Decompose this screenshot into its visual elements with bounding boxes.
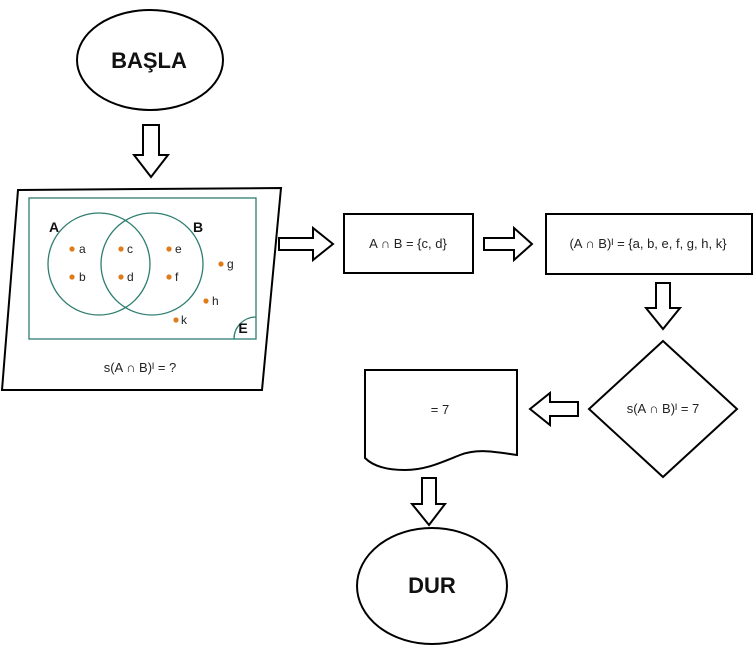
process-intersection-node: A ∩ B = {c, d} xyxy=(343,213,474,274)
arrow-intersection-to-complement xyxy=(483,225,534,263)
process-complement-node: (A ∩ B)ᴵ = {a, b, e, f, g, h, k} xyxy=(545,213,753,275)
process-intersection-rect xyxy=(343,213,474,274)
start-label: BAŞLA xyxy=(111,48,187,73)
venn-element: a xyxy=(79,242,86,256)
venn-universe-label: E xyxy=(238,320,247,336)
venn-diagram: E A B a b c d e f g h k xyxy=(28,197,257,340)
output-label: = 7 xyxy=(431,402,449,417)
venn-element: d xyxy=(127,270,134,284)
decision-node: s(A ∩ B)ᴵ = 7 xyxy=(587,339,739,479)
output-document-shape xyxy=(364,369,518,472)
venn-universe-corner xyxy=(233,316,257,340)
venn-element: b xyxy=(79,270,86,284)
venn-dot xyxy=(69,274,75,280)
venn-set-a-circle xyxy=(47,212,151,316)
venn-element: f xyxy=(175,270,179,284)
venn-dot xyxy=(203,298,209,304)
input-node: E A B a b c d e f g h k s(A ∩ B)ᴵ = xyxy=(0,186,283,391)
venn-dot xyxy=(218,261,224,267)
venn-element: k xyxy=(181,313,188,327)
venn-set-a-label: A xyxy=(49,219,59,235)
process-intersection-label: A ∩ B = {c, d} xyxy=(369,236,447,251)
venn-set-b-circle xyxy=(100,212,204,316)
decision-diamond xyxy=(587,339,739,479)
end-ellipse xyxy=(356,527,508,645)
arrow-input-to-intersection xyxy=(278,225,335,263)
venn-element: g xyxy=(227,257,234,271)
arrow-start-to-input xyxy=(131,124,171,179)
venn-dot xyxy=(118,274,124,280)
end-node: DUR xyxy=(356,527,508,645)
venn-element: h xyxy=(212,294,219,308)
input-question-label: s(A ∩ B)ᴵ = ? xyxy=(104,360,177,375)
venn-dot xyxy=(166,246,172,252)
arrow-output-to-end xyxy=(409,477,448,527)
venn-dot xyxy=(118,246,124,252)
venn-universe-rect xyxy=(28,197,257,340)
venn-dot xyxy=(69,246,75,252)
arrow-decision-to-output xyxy=(528,390,579,428)
start-ellipse xyxy=(76,9,224,111)
venn-dot xyxy=(166,274,172,280)
venn-set-b-label: B xyxy=(193,219,203,235)
decision-label: s(A ∩ B)ᴵ = 7 xyxy=(627,401,700,416)
start-node: BAŞLA xyxy=(76,9,224,111)
process-complement-rect xyxy=(545,213,753,275)
process-complement-label: (A ∩ B)ᴵ = {a, b, e, f, g, h, k} xyxy=(569,236,727,251)
venn-element: c xyxy=(127,242,133,256)
arrow-complement-to-decision xyxy=(643,282,683,331)
output-node: = 7 xyxy=(364,369,518,472)
end-label: DUR xyxy=(408,573,456,598)
venn-dot xyxy=(173,317,179,323)
venn-element: e xyxy=(175,242,182,256)
